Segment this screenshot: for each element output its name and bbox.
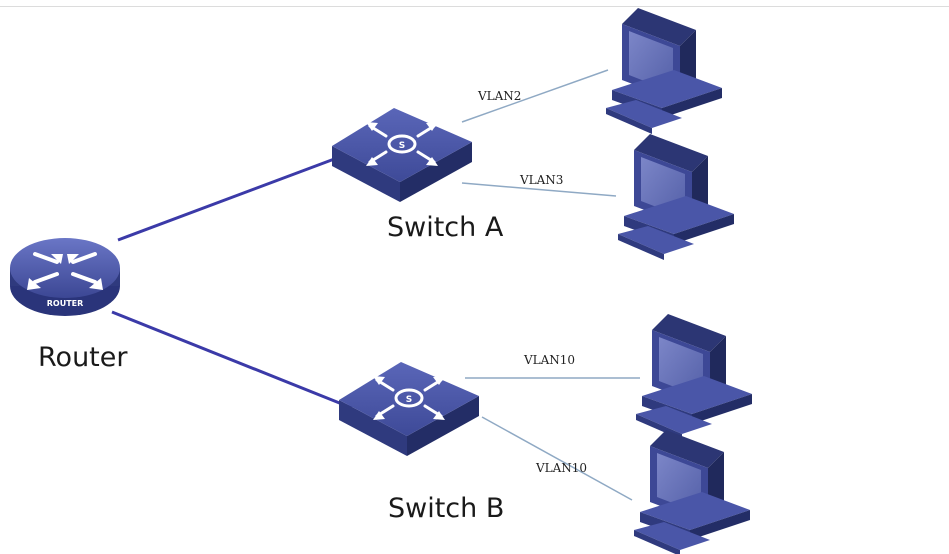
switch-b-icon	[337, 360, 481, 458]
vlan-label-b1: VLAN10	[523, 353, 575, 367]
link-router-switch-b	[111, 310, 353, 410]
link-switch-b-pc2	[481, 416, 633, 501]
switch-a-icon	[330, 106, 474, 204]
pc-icon	[636, 314, 752, 440]
pc-icon	[634, 430, 750, 554]
link-router-switch-a	[117, 153, 346, 242]
link-switch-a-pc2	[461, 182, 617, 197]
switch-b-label: Switch B	[388, 493, 504, 524]
router-icon: ROUTER	[10, 238, 120, 316]
vlan-label-a2: VLAN3	[519, 173, 563, 187]
pc-icon	[606, 8, 722, 134]
vlan-label-b2: VLAN10	[535, 461, 587, 475]
vlan-label-a1: VLAN2	[477, 89, 521, 103]
router-badge: ROUTER	[47, 299, 84, 308]
pc-icon	[618, 134, 734, 260]
switch-a-label: Switch A	[387, 212, 504, 243]
link-switch-a-pc1	[461, 69, 609, 123]
router-label: Router	[38, 342, 128, 373]
top-divider	[0, 6, 949, 7]
